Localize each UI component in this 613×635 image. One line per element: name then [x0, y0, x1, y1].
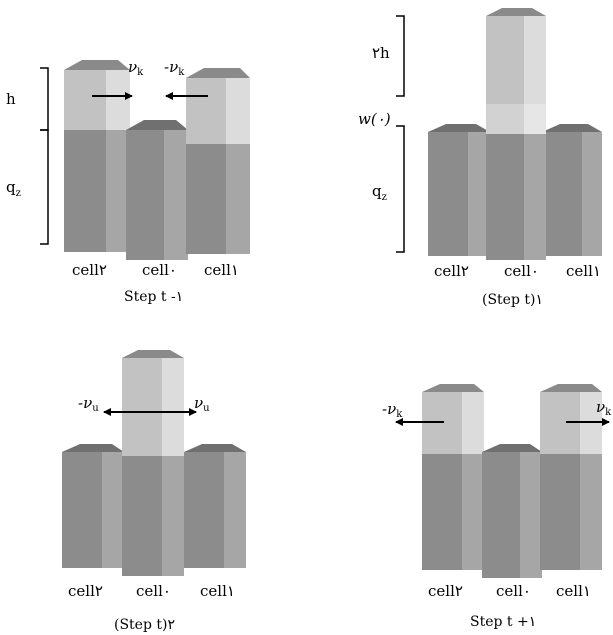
panel-step-t-1: ٢h w(٠) qz cell٢ cell٠ cell١ (Step t)١ — [358, 8, 602, 308]
column-cell2 — [428, 124, 490, 256]
prism-front — [540, 454, 580, 570]
prism-front — [486, 134, 524, 260]
bracket-qz — [396, 125, 405, 253]
water-side — [462, 392, 484, 454]
prism-side — [520, 452, 542, 578]
velocity-label-left: -νu — [78, 394, 99, 414]
column-cell0 — [122, 350, 184, 576]
column-cell0 — [126, 120, 188, 260]
water-side — [106, 70, 130, 130]
column-cell0 — [486, 8, 546, 260]
water-front-base — [486, 104, 524, 134]
prism-front — [482, 452, 520, 578]
prism-front — [126, 130, 164, 260]
prism-front — [62, 452, 102, 568]
water-front — [486, 16, 524, 104]
bracket-qz — [40, 129, 49, 245]
cell-label-cell2: cell٢ — [72, 261, 107, 279]
label-w0: w(٠) — [358, 110, 391, 128]
velocity-label-right: νu — [194, 394, 210, 414]
prism-side — [462, 454, 484, 570]
prism-front — [64, 130, 106, 252]
prism-front — [186, 144, 226, 254]
cell-label-cell1: cell١ — [556, 582, 591, 600]
label-qz: qz — [6, 178, 21, 199]
cell-label-cell0: cell٠ — [136, 582, 171, 600]
prism-front — [428, 132, 468, 256]
bracket-h — [40, 67, 49, 131]
bracket-2h — [396, 15, 405, 97]
column-cell2 — [422, 384, 484, 570]
water-front — [122, 358, 162, 456]
cell-label-cell0: cell٠ — [504, 262, 539, 280]
panel-caption: Step t -١ — [124, 289, 183, 305]
water-side-base — [524, 104, 546, 134]
panel-caption: (Step t)٢ — [114, 617, 175, 633]
cell-label-cell2: cell٢ — [428, 582, 463, 600]
panel-caption: Step t +١ — [470, 614, 536, 630]
water-side — [226, 78, 250, 144]
water-front — [186, 78, 226, 144]
prism-front — [542, 132, 582, 256]
column-cell2 — [62, 444, 124, 568]
column-cell1 — [186, 68, 250, 254]
water-side — [162, 358, 184, 456]
label-2h: ٢h — [372, 44, 390, 62]
cell-label-cell0: cell٠ — [142, 261, 177, 279]
panel-step-t-2: -νu νu cell٢ cell٠ cell١ (Step t)٢ — [62, 350, 246, 633]
prism-side — [468, 132, 490, 256]
velocity-label-right: νk — [596, 398, 612, 418]
column-cell1 — [184, 444, 246, 568]
prism-side — [580, 454, 602, 570]
cell-label-cell2: cell٢ — [68, 582, 103, 600]
column-cell1 — [542, 124, 602, 256]
prism-side — [102, 452, 124, 568]
cell-label-cell1: cell١ — [204, 261, 239, 279]
label-h: h — [6, 90, 16, 108]
cell-label-cell0: cell٠ — [496, 582, 531, 600]
prism-front — [184, 452, 224, 568]
column-cell1 — [540, 384, 602, 570]
prism-side — [524, 134, 546, 260]
panel-step-t-minus-1: h qz νk -νk cell٢ cell٠ cell١ Step t -١ — [6, 58, 250, 305]
cell-label-cell2: cell٢ — [434, 262, 469, 280]
prism-side — [582, 132, 602, 256]
cell-label-cell1: cell١ — [566, 262, 601, 280]
prism-side — [164, 130, 188, 260]
column-cell2 — [64, 60, 130, 252]
panel-step-t-plus-1: -νk νk cell٢ cell٠ cell١ Step t +١ — [382, 384, 612, 630]
label-qz: qz — [372, 182, 387, 203]
velocity-label-left: -νk — [382, 400, 403, 420]
prism-side — [226, 144, 250, 254]
water-side — [524, 16, 546, 104]
prism-side — [224, 452, 246, 568]
prism-side — [162, 456, 184, 576]
cell-label-cell1: cell١ — [200, 582, 235, 600]
prism-front — [422, 454, 462, 570]
panel-caption: (Step t)١ — [482, 292, 543, 308]
velocity-label-left: νk — [128, 58, 144, 78]
prism-front — [122, 456, 162, 576]
column-cell0 — [482, 444, 542, 578]
velocity-label-right: -νk — [164, 58, 185, 78]
water-front — [64, 70, 106, 130]
